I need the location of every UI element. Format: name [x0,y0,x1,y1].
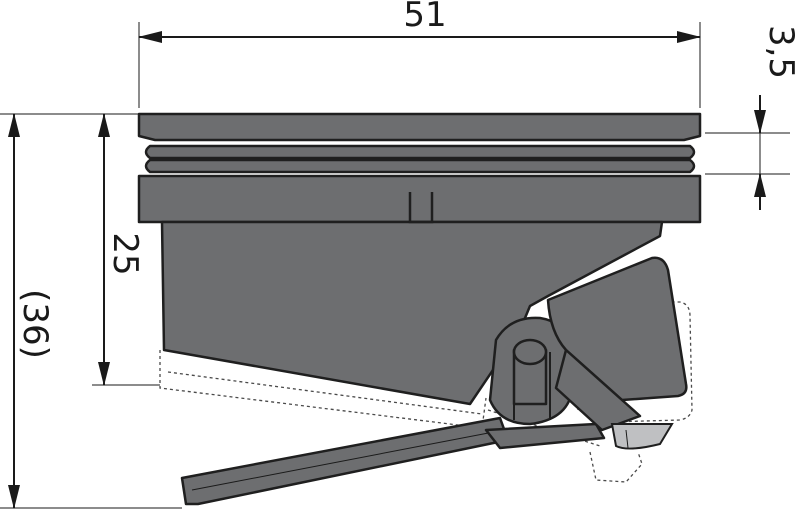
seal-ring-1 [144,144,696,160]
flange-label: 3,5 [761,25,800,79]
hinge-assembly [488,316,574,426]
lever-edge-line [191,429,505,491]
total-dimension: (36) [0,113,182,509]
drain-body [137,112,702,406]
lever-base [484,422,606,450]
foot-screw [610,423,674,450]
lever-arm [180,416,606,506]
phantom-flap [567,301,693,423]
hinge-pin-head [512,338,548,366]
height-label: 25 [105,232,145,275]
foot-screw-body [610,423,674,450]
phantom-body-inner [167,371,483,415]
foot-screw-line [625,429,629,449]
height-dimension: 25 [92,113,160,386]
phantom-foot [589,451,643,483]
flange-dimension: 3,5 [705,25,800,210]
total-label: (36) [15,289,55,359]
width-label: 51 [403,0,446,35]
width-dimension: 51 [138,0,701,108]
flap [546,256,688,432]
top-flange [137,112,702,142]
drain-housing [160,220,664,406]
seal-ring-2 [144,158,696,174]
flange-notch [408,192,434,224]
lower-flange [137,174,702,224]
phantom-body-edge [159,350,487,429]
